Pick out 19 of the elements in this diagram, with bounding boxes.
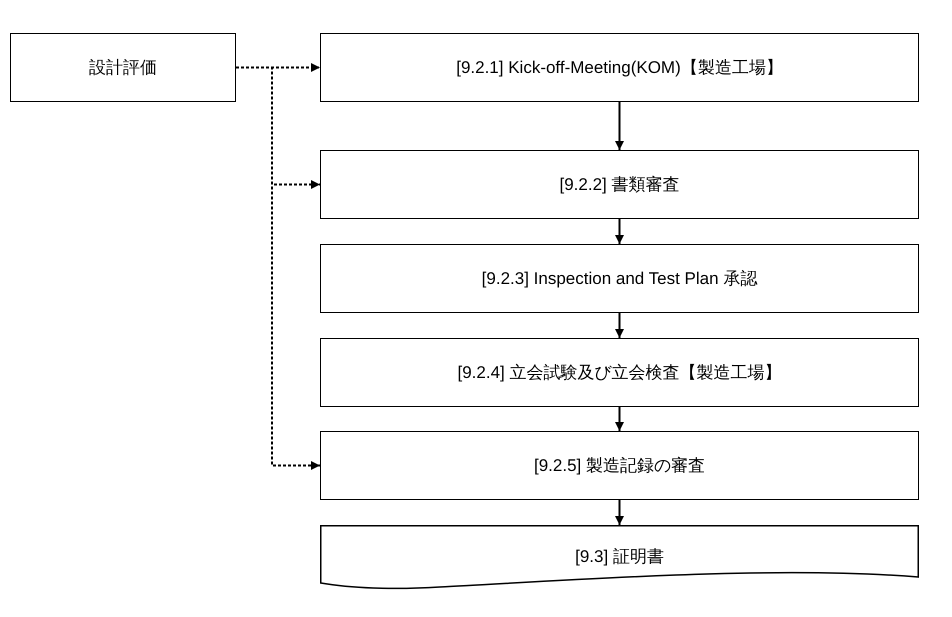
process-box (320, 431, 919, 500)
process-box (320, 33, 919, 102)
arrow (615, 500, 624, 525)
process-box (320, 244, 919, 313)
arrow (615, 407, 624, 431)
box-label: [9.2.1] Kick-off-Meeting(KOM)【製造工場】 (456, 57, 783, 79)
process-box (320, 150, 919, 219)
box-label: [9.3] 証明書 (575, 546, 664, 568)
box-label: [9.2.3] Inspection and Test Plan 承認 (482, 268, 758, 290)
box-label: [9.2.4] 立会試験及び立会検査【製造工場】 (458, 362, 782, 384)
process-box (320, 338, 919, 407)
document-shape (320, 525, 919, 591)
arrow (615, 313, 624, 338)
process-box (10, 33, 236, 102)
arrow (615, 102, 624, 150)
arrow (615, 219, 624, 244)
box-label: [9.2.2] 書類審査 (560, 174, 680, 196)
box-label: 設計評価 (89, 57, 157, 79)
box-label: [9.2.5] 製造記録の審査 (534, 455, 705, 477)
